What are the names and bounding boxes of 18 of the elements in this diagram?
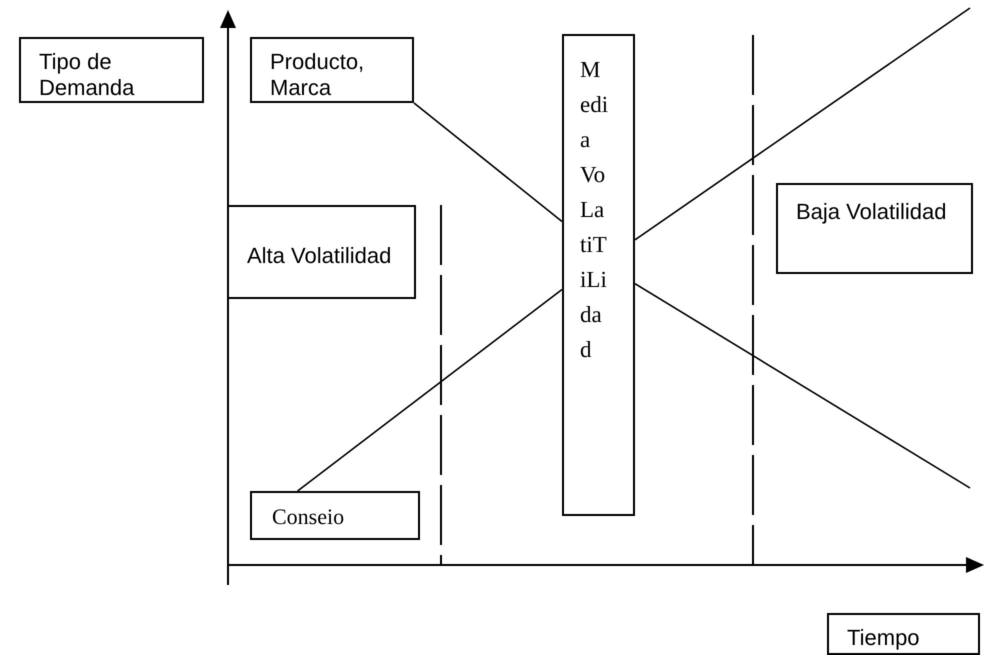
connector-line (297, 288, 562, 492)
connector-line (634, 7, 970, 240)
label-box (562, 34, 635, 516)
label-box (19, 37, 204, 103)
label-text: Media VoLatiTiLidad (580, 56, 610, 364)
label-text: Tiempo (847, 625, 921, 651)
label-box (776, 183, 973, 274)
label-text: Tipo de Demanda (39, 49, 136, 101)
label-text: Alta Volatilidad (247, 243, 392, 269)
label-box (827, 613, 980, 655)
connector-line (634, 283, 970, 489)
label-text: Producto, Marca (270, 49, 366, 101)
label-box (250, 37, 414, 103)
label-box (227, 205, 416, 299)
connector-line (414, 102, 562, 222)
label-box (250, 491, 420, 540)
label-text: Baja Volatilidad (796, 199, 948, 225)
label-text: Conseio (272, 504, 346, 530)
